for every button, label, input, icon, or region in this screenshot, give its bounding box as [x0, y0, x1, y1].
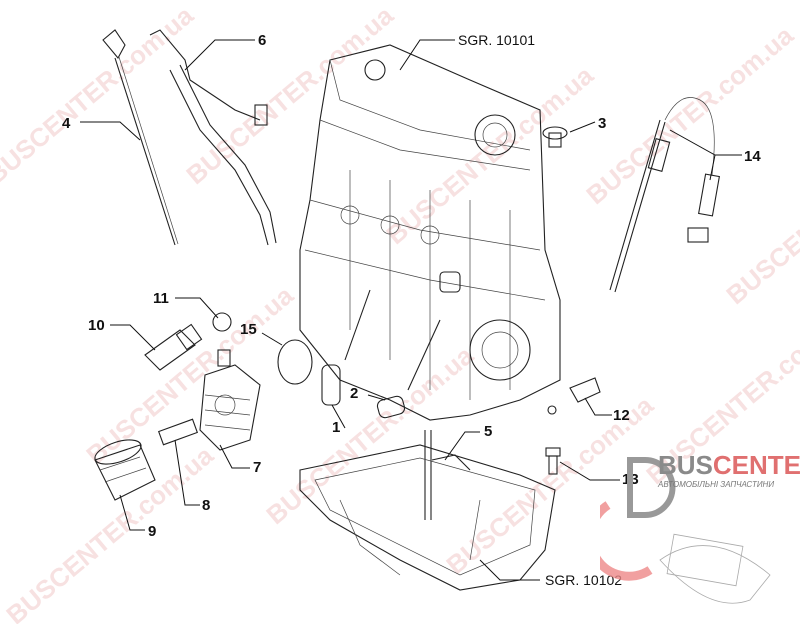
oil-filter — [94, 439, 156, 501]
reference-oil-sump: SGR. 10102 — [545, 572, 622, 588]
dipstick — [102, 29, 179, 246]
callout-7: 7 — [253, 459, 261, 476]
temperature-sensor — [609, 97, 721, 293]
oil-pressure-sensor — [144, 312, 232, 371]
oil-pipes — [321, 289, 441, 419]
callout-2: 2 — [350, 385, 358, 402]
reference-engine-block: SGR. 10101 — [458, 32, 535, 48]
logo-brand: BUSCENTER — [658, 450, 800, 480]
leader-lines — [80, 39, 742, 581]
callout-11: 11 — [153, 290, 169, 307]
plug — [542, 126, 568, 148]
callout-12: 12 — [613, 407, 630, 424]
callout-6: 6 — [258, 32, 266, 49]
callout-8: 8 — [202, 497, 210, 514]
callout-5: 5 — [484, 423, 492, 440]
callout-14: 14 — [744, 148, 761, 165]
bracket-and-bolt — [545, 377, 601, 475]
callout-3: 3 — [598, 115, 606, 132]
callout-9: 9 — [148, 523, 156, 540]
logo-mark — [600, 457, 771, 604]
dipstick-tube — [149, 29, 277, 246]
threaded-connector — [157, 418, 199, 446]
o-ring-gasket — [277, 339, 313, 385]
oil-suction-tube — [424, 430, 471, 520]
oil-cooler — [199, 349, 261, 451]
buscenter-logo: BUSCENTER АВТОМОБІЛЬНІ ЗАПЧАСТИНИ — [600, 440, 800, 620]
callout-4: 4 — [62, 115, 71, 132]
oil-sump — [299, 444, 556, 591]
logo-tagline: АВТОМОБІЛЬНІ ЗАПЧАСТИНИ — [658, 480, 775, 489]
callout-10: 10 — [88, 317, 105, 334]
engine-block — [299, 44, 561, 421]
callout-1: 1 — [332, 419, 340, 436]
callout-15: 15 — [240, 321, 257, 338]
